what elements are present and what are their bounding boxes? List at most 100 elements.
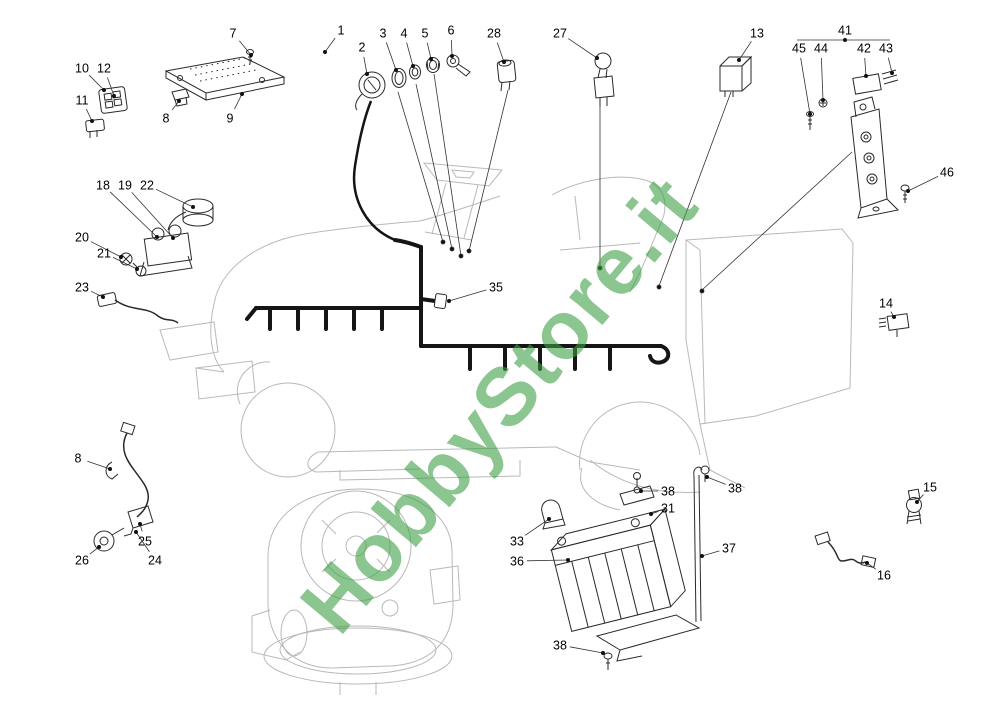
battery-assembly: [541, 465, 710, 670]
callout-label-9: 9: [227, 112, 234, 126]
callout-14: 14: [879, 297, 896, 319]
callout-44: 44: [814, 42, 828, 102]
callout-label-41: 41: [838, 24, 852, 38]
callout-label-12: 12: [97, 62, 111, 76]
callout-8: 8: [163, 99, 181, 126]
rubber-cap-33: [541, 499, 564, 524]
callout-16: 16: [865, 561, 891, 583]
callout-38: 38: [639, 485, 675, 499]
callout-3: 3: [380, 27, 398, 72]
callout-6: 6: [448, 24, 455, 58]
callout-label-44: 44: [814, 42, 828, 56]
bolt-38-top-right: [700, 465, 710, 475]
callout-1: 1: [323, 24, 345, 54]
connector-8-top: [171, 88, 190, 107]
bottom-bracket: [595, 614, 701, 651]
pressure-switch-15: [906, 488, 922, 525]
callout-31: 31: [649, 502, 675, 516]
callout-45: 45: [792, 42, 812, 116]
mount-bracket-assembly-41: [806, 69, 910, 219]
retainer-rod-37: [693, 474, 702, 623]
ignition-switch-2: [355, 71, 386, 111]
callout-10: 10: [75, 62, 106, 92]
callout-label-21: 21: [97, 247, 111, 261]
callout-7: 7: [230, 27, 253, 57]
callout-label-2: 2: [359, 41, 366, 55]
callout-25: 25: [138, 522, 152, 549]
callout-label-38: 38: [553, 639, 567, 653]
callout-label-1: 1: [338, 24, 345, 38]
callout-35: 35: [447, 281, 503, 303]
bulb-socket-25: [127, 505, 154, 529]
callout-label-36: 36: [510, 555, 524, 569]
callout-5: 5: [422, 27, 433, 61]
callout-label-33: 33: [510, 535, 524, 549]
callout-37: 37: [700, 542, 736, 558]
callout-label-18: 18: [96, 179, 110, 193]
callout-label-38: 38: [728, 482, 742, 496]
callout-label-8: 8: [75, 452, 82, 466]
callout-2: 2: [359, 41, 369, 76]
callout-26: 26: [75, 545, 101, 568]
callout-label-38: 38: [661, 485, 675, 499]
callout-label-31: 31: [661, 502, 675, 516]
callout-label-42: 42: [857, 42, 871, 56]
switch-28: [496, 59, 517, 92]
callout-13: 13: [737, 27, 764, 62]
callout-19: 19: [118, 179, 175, 240]
callout-27: 27: [553, 27, 599, 60]
callout-11: 11: [76, 94, 94, 123]
callout-18: 18: [96, 179, 159, 239]
engine-outline: [251, 488, 461, 695]
starter-solenoid-assembly: [119, 198, 214, 277]
callout-41: 41: [838, 24, 852, 42]
callout-label-24: 24: [148, 554, 162, 568]
terminals-43: [881, 69, 899, 85]
callout-label-5: 5: [422, 27, 429, 41]
switch-11: [85, 118, 105, 138]
callout-38: 38: [553, 639, 605, 655]
ignition-wire: [352, 100, 396, 242]
callout-label-4: 4: [401, 27, 408, 41]
callout-9: 9: [227, 92, 244, 126]
switch-27: [593, 52, 615, 107]
callout-label-23: 23: [75, 281, 89, 295]
callout-43: 43: [879, 42, 894, 75]
switch-14: [878, 313, 910, 337]
callout-15: 15: [915, 481, 937, 504]
callout-24: 24: [134, 530, 162, 568]
callout-label-25: 25: [138, 535, 152, 549]
wiring-harness: [245, 238, 671, 371]
connector-23: [96, 292, 179, 324]
callout-label-7: 7: [230, 27, 237, 41]
control-board: [164, 56, 286, 101]
tractor-outline: [159, 162, 854, 511]
callout-42: 42: [857, 42, 871, 78]
lamp-wire-assembly: [93, 421, 154, 552]
callout-21: 21: [97, 247, 139, 271]
callout-label-19: 19: [118, 179, 132, 193]
callout-36: 36: [510, 555, 570, 569]
callout-label-3: 3: [380, 27, 387, 41]
bolt-38-top-left: [633, 472, 641, 480]
callout-label-28: 28: [487, 27, 501, 41]
callout-38: 38: [705, 475, 742, 496]
callout-label-8: 8: [163, 112, 170, 126]
battery-31: [549, 508, 686, 632]
relay-13: [719, 55, 753, 97]
bulb-26: [93, 530, 115, 552]
fitting-21: [135, 265, 147, 277]
watermark: HobbyStore.it: [284, 160, 716, 650]
nut-5: [426, 57, 440, 73]
callout-8: 8: [75, 452, 112, 471]
callout-20: 20: [75, 231, 123, 259]
callout-label-20: 20: [75, 231, 89, 245]
key-6: [446, 54, 471, 77]
callout-label-43: 43: [879, 42, 893, 56]
callout-label-22: 22: [140, 179, 154, 193]
connector-35: [433, 293, 448, 310]
callout-label-10: 10: [75, 62, 89, 76]
callout-22: 22: [140, 179, 195, 209]
